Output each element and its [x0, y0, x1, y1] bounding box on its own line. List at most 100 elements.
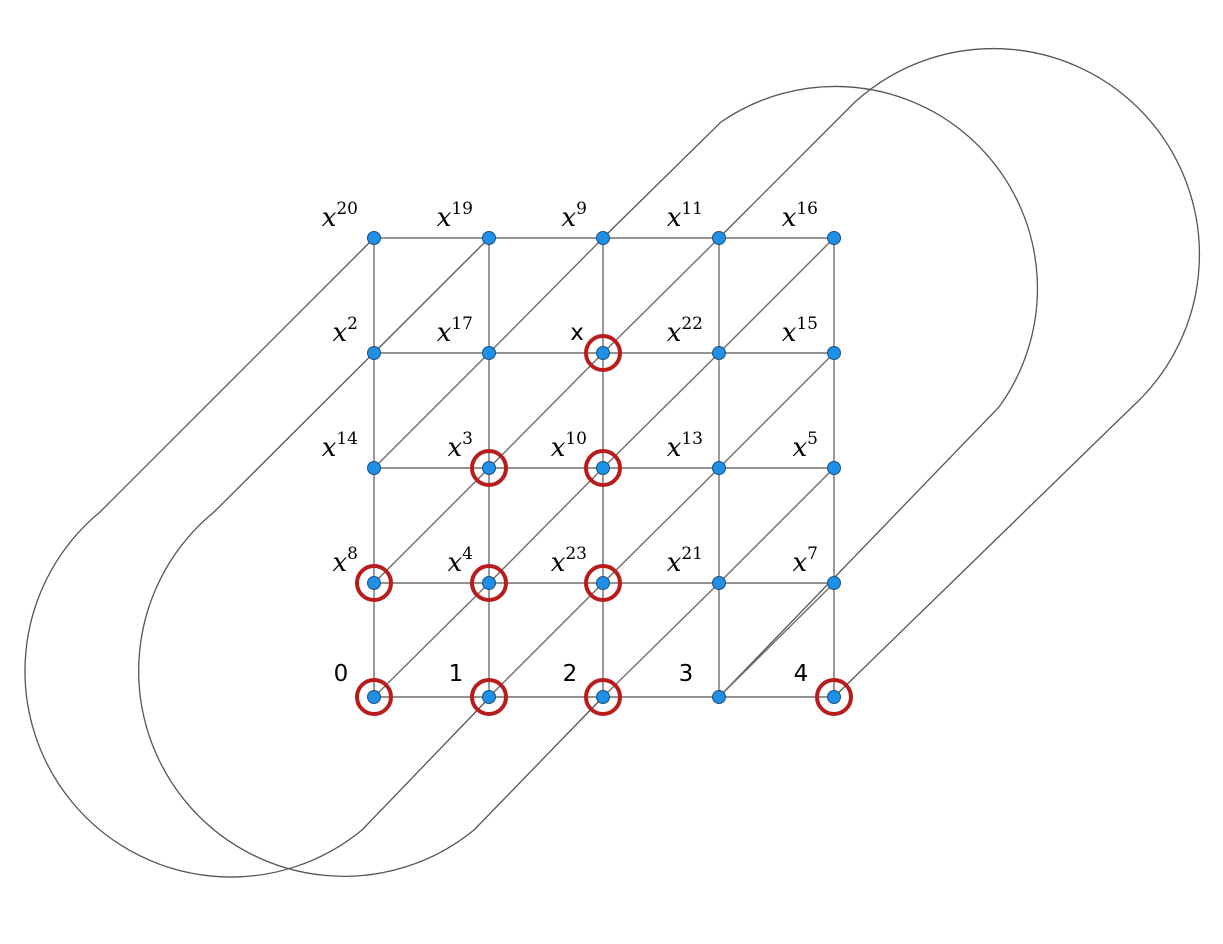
edge-d-r2-c1 — [488, 352, 604, 469]
node-r3-c4 — [827, 576, 841, 590]
edge-d-r4-c3 — [718, 582, 835, 698]
node-r4-c2 — [596, 690, 610, 704]
node-label-r4-c2: 2 — [563, 661, 578, 687]
highlight-ring-r1-c2 — [584, 334, 622, 372]
node-r3-c3 — [712, 576, 726, 590]
node-r0-c4 — [827, 231, 841, 245]
node-label-r2-c1: x3 — [448, 429, 474, 463]
edge-d-r1-c3 — [718, 237, 835, 354]
label-base: x — [667, 548, 682, 578]
label-base: x — [551, 548, 566, 578]
label-exponent: 16 — [796, 199, 818, 219]
label-exponent: 21 — [681, 544, 703, 564]
label-base: x — [782, 318, 797, 348]
label-base: x — [322, 203, 337, 233]
label-exponent: 22 — [681, 314, 703, 334]
node-r1-c2 — [596, 346, 610, 360]
wraparound-loop-inner-left — [138, 237, 604, 878]
node-r1-c3 — [712, 346, 726, 360]
edge-d-r4-c1 — [488, 582, 604, 698]
label-exponent: 14 — [336, 429, 358, 449]
node-label-r3-c1: x4 — [448, 544, 474, 578]
label-base: x — [333, 548, 348, 578]
grid-nodes — [355, 231, 853, 716]
label-base: x — [437, 203, 452, 233]
edge-d-r1-c2 — [602, 237, 720, 354]
node-label-r4-c4: 4 — [794, 661, 809, 687]
node-r1-c0 — [367, 346, 381, 360]
edge-d-r4-c0 — [373, 582, 490, 698]
node-label-r0-c1: x19 — [437, 199, 473, 233]
label-exponent: 20 — [336, 199, 358, 219]
node-label-r0-c3: x11 — [667, 199, 703, 233]
node-r3-c2 — [596, 576, 610, 590]
node-r3-c1 — [482, 576, 496, 590]
node-r4-c0 — [367, 690, 381, 704]
edge-d-r1-c1 — [488, 237, 604, 354]
grid-edges — [373, 237, 835, 698]
node-r1-c4 — [827, 346, 841, 360]
label-exponent: 3 — [462, 429, 473, 449]
node-r0-c0 — [367, 231, 381, 245]
label-exponent: 19 — [451, 199, 473, 219]
highlight-ring-r4-c4 — [815, 678, 853, 716]
wraparound-loop-inner-right — [602, 85, 1039, 698]
node-label-r0-c4: x16 — [782, 199, 818, 233]
node-label-r4-c0: 0 — [334, 661, 349, 687]
edge-d-r3-c1 — [488, 467, 604, 584]
node-r0-c2 — [596, 231, 610, 245]
label-base: x — [793, 433, 808, 463]
node-label-r0-c2: x9 — [562, 199, 588, 233]
label-base: x — [667, 203, 682, 233]
edge-d-r4-c2 — [602, 582, 720, 698]
node-label-r1-c3: x22 — [667, 314, 703, 348]
label-exponent: 17 — [451, 314, 473, 334]
highlight-ring-r3-c2 — [584, 564, 622, 602]
edge-d-r3-c0 — [373, 467, 490, 584]
label-base: x — [793, 548, 808, 578]
label-base: x — [448, 433, 463, 463]
edge-d-r3-c2 — [602, 467, 720, 584]
highlight-ring-r4-c2 — [584, 678, 622, 716]
label-base: x — [322, 433, 337, 463]
label-exponent: 9 — [576, 199, 587, 219]
node-label-r0-c0: x20 — [322, 199, 358, 233]
node-r4-c4 — [827, 690, 841, 704]
node-label-r1-c2: x — [570, 320, 584, 346]
highlight-ring-r3-c1 — [470, 564, 508, 602]
label-exponent: 8 — [347, 544, 358, 564]
node-r1-c1 — [482, 346, 496, 360]
label-base: x — [667, 433, 682, 463]
edge-d-r1-c0 — [373, 237, 490, 354]
node-label-r3-c4: x7 — [793, 544, 819, 578]
label-exponent: 10 — [565, 429, 587, 449]
label-base: x — [562, 203, 577, 233]
node-label-r1-c0: x2 — [333, 314, 359, 348]
label-exponent: 4 — [462, 544, 473, 564]
wraparound-loop-outer-left — [24, 237, 491, 878]
node-label-r4-c3: 3 — [679, 661, 694, 687]
node-label-r1-c4: x15 — [782, 314, 818, 348]
label-exponent: 11 — [681, 199, 703, 219]
label-base: x — [448, 548, 463, 578]
node-r2-c2 — [596, 461, 610, 475]
label-exponent: 13 — [681, 429, 703, 449]
wraparound-loops — [24, 47, 1201, 878]
node-label-r2-c2: x10 — [551, 429, 587, 463]
node-r2-c3 — [712, 461, 726, 475]
node-label-r1-c1: x17 — [437, 314, 473, 348]
edge-d-r2-c3 — [718, 352, 835, 469]
node-r2-c4 — [827, 461, 841, 475]
label-exponent: 7 — [807, 544, 818, 564]
label-exponent: 23 — [565, 544, 587, 564]
highlight-ring-r4-c0 — [355, 678, 393, 716]
node-label-r2-c0: x14 — [322, 429, 358, 463]
label-base: x — [667, 318, 682, 348]
node-r2-c0 — [367, 461, 381, 475]
highlight-ring-r2-c1 — [470, 449, 508, 487]
label-base: x — [333, 318, 348, 348]
node-label-r3-c2: x23 — [551, 544, 587, 578]
label-base: x — [782, 203, 797, 233]
